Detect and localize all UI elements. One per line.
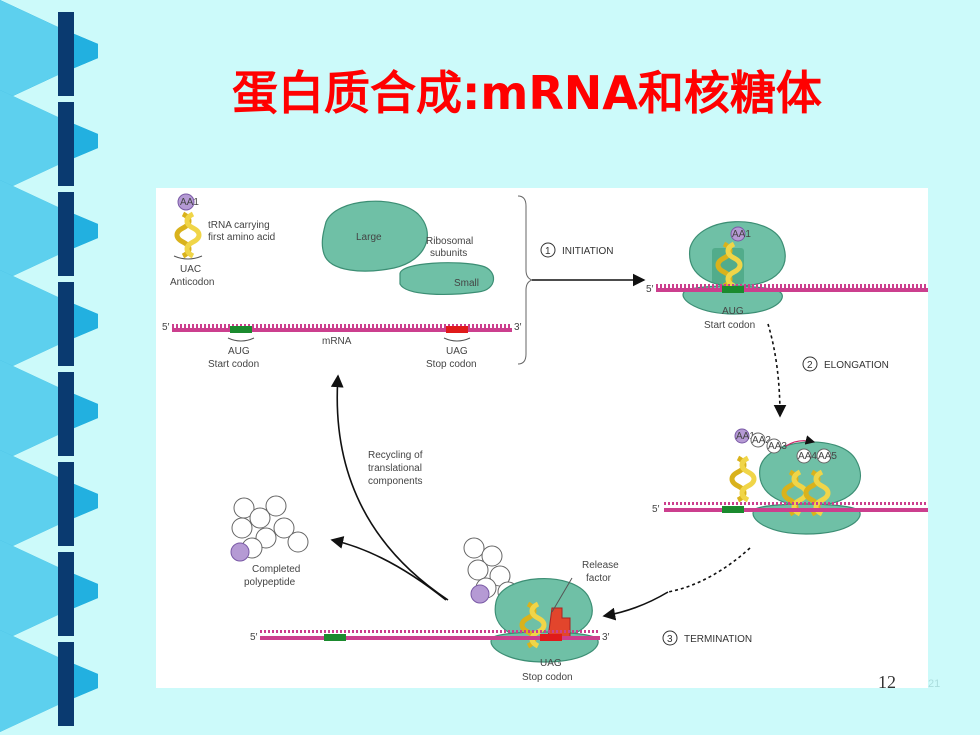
termination-num-circle [662,630,678,646]
recycling-arrow [330,374,449,601]
initiation-complex: AA1 5′ AUG Start codon [646,221,928,331]
init-five-prime: 5′ [646,284,654,295]
three-prime-label: 3′ [514,322,522,333]
completed-polypeptide: Completed polypeptide [230,495,309,588]
initiation-num: 1 [545,246,551,257]
ribosomal-subunits: Large Small Ribosomal subunits [321,200,495,295]
start-codon-text: AUG [228,346,250,357]
five-prime-label: 5′ [162,322,170,333]
elong-aa5: AA5 [818,451,837,462]
recycling-label-2: translational [368,463,422,474]
bracket [517,195,534,365]
elongation-num-circle [802,356,818,372]
stop-codon-label: Stop codon [426,359,477,370]
elong-aa4: AA4 [798,451,817,462]
termination-label: TERMINATION [684,634,752,645]
elongation-complex: AA1 AA2 AA3 AA4 AA5 5′ [652,428,928,535]
decorative-border [0,0,110,735]
slide-title: 蛋白质合成:mRNA和核糖体 [232,66,822,120]
stop-codon-text: UAG [446,346,468,357]
recycling-label-1: Recycling of [368,450,423,461]
completed-label-1: Completed [252,564,300,575]
term-codon-text: UAG [540,658,562,669]
small-subunit-icon [399,262,495,295]
elongation-num: 2 [807,360,813,371]
elong-five-prime: 5′ [652,504,660,515]
release-arrow [330,536,447,601]
elong-aa3: AA3 [768,441,787,452]
start-codon-label: Start codon [208,359,259,370]
anticodon-label: Anticodon [170,277,214,288]
amino-acid-icon [177,193,195,211]
recycling-label-3: components [368,476,422,487]
trna-label-2: first amino acid [208,232,275,243]
start-codon-mark [230,326,252,333]
init-codon-text: AUG [722,306,744,317]
anticodon-text: UAC [180,264,201,275]
elongation-label: ELONGATION [824,360,889,371]
small-subunit-label: Small [454,278,479,289]
subunits-label-1: Ribosomal [426,236,473,247]
termination-arrow [602,591,669,621]
page-number: 12 [878,672,896,692]
initiation-label: INITIATION [562,246,613,257]
amino-acid-label: AA1 [180,197,199,208]
elong-aa1: AA1 [736,431,755,442]
term-five-prime: 5′ [250,632,258,643]
termination-complex: Release factor 5′ 3′ UAG Stop codon [250,537,619,683]
trna-label-1: tRNA carrying [208,220,270,231]
slide-counter: 21 [928,678,941,690]
init-codon-label: Start codon [704,320,755,331]
elong-aa2: AA2 [752,435,771,446]
subunits-label-2: subunits [430,248,467,259]
term-codon-label: Stop codon [522,672,573,683]
completed-label-2: polypeptide [244,577,296,588]
trna-first: AA1 tRNA carrying first amino acid UAC A… [170,193,275,288]
mrna-strand: 5′ 3′ mRNA AUG Start codon UAG Stop codo… [162,322,522,370]
initiation-num-circle [540,242,556,258]
term-three-prime: 3′ [602,632,610,643]
release-label-2: factor [586,573,612,584]
init-aa-label: AA1 [732,229,751,240]
elongation-arrow [767,323,787,418]
translation-diagram: AA1 tRNA carrying first amino acid UAC A… [156,188,928,688]
release-label-1: Release [582,560,619,571]
large-subunit-label: Large [356,232,382,243]
termination-num: 3 [667,634,673,645]
mrna-label: mRNA [322,336,352,347]
large-subunit-icon [321,200,428,272]
stop-codon-mark [446,326,468,333]
